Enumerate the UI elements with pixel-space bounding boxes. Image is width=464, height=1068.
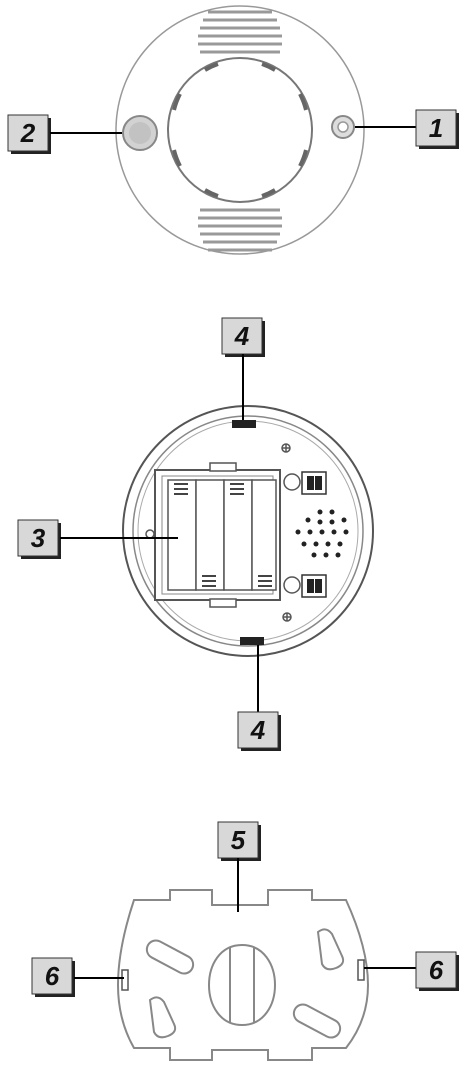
callout-1: 1 <box>355 109 460 150</box>
callout-label-6-left: 6 <box>45 961 60 991</box>
front-ring-tabs <box>172 62 308 198</box>
callout-3: 3 <box>17 519 178 560</box>
callout-label-1: 1 <box>429 113 443 143</box>
mounting-plate-hub <box>208 943 276 1027</box>
battery-cell-3 <box>223 479 253 591</box>
battery-cell-2 <box>195 479 225 591</box>
callout-5: 5 <box>217 821 262 912</box>
test-button-highlight <box>129 122 151 144</box>
front-top-vents <box>198 10 282 54</box>
callout-label-4-top: 4 <box>234 321 250 351</box>
mounting-plate <box>116 889 370 1061</box>
battery-compartment <box>154 462 281 608</box>
callout-label-2: 2 <box>20 118 36 148</box>
callout-6-left: 6 <box>31 957 124 998</box>
battery-springs <box>174 483 272 587</box>
battery-cell-1 <box>167 479 197 591</box>
front-inner-disc <box>167 57 313 203</box>
detector-back-view <box>122 405 374 657</box>
led-indicator-core <box>337 121 349 133</box>
bottom-clip-slot <box>240 637 264 645</box>
battery-cell-4 <box>251 479 277 591</box>
callout-6-right: 6 <box>364 951 460 992</box>
callout-2: 2 <box>7 114 122 155</box>
left-side-notch <box>121 969 129 991</box>
right-side-notch <box>357 959 365 981</box>
screw-marks <box>145 443 292 622</box>
callout-label-3: 3 <box>31 523 46 553</box>
mounting-slots <box>145 928 345 1039</box>
callout-label-4-bottom: 4 <box>250 715 266 745</box>
top-clip-slot <box>232 420 256 428</box>
callout-label-5: 5 <box>231 825 246 855</box>
battery-terminals <box>283 471 327 598</box>
front-bottom-vents <box>198 208 282 252</box>
callout-label-6-right: 6 <box>429 955 444 985</box>
detector-front-view <box>115 5 365 255</box>
sounder-holes <box>295 509 349 558</box>
back-inner-ring <box>132 415 364 647</box>
callout-4-top: 4 <box>221 317 266 420</box>
callout-4-bottom: 4 <box>237 645 282 752</box>
